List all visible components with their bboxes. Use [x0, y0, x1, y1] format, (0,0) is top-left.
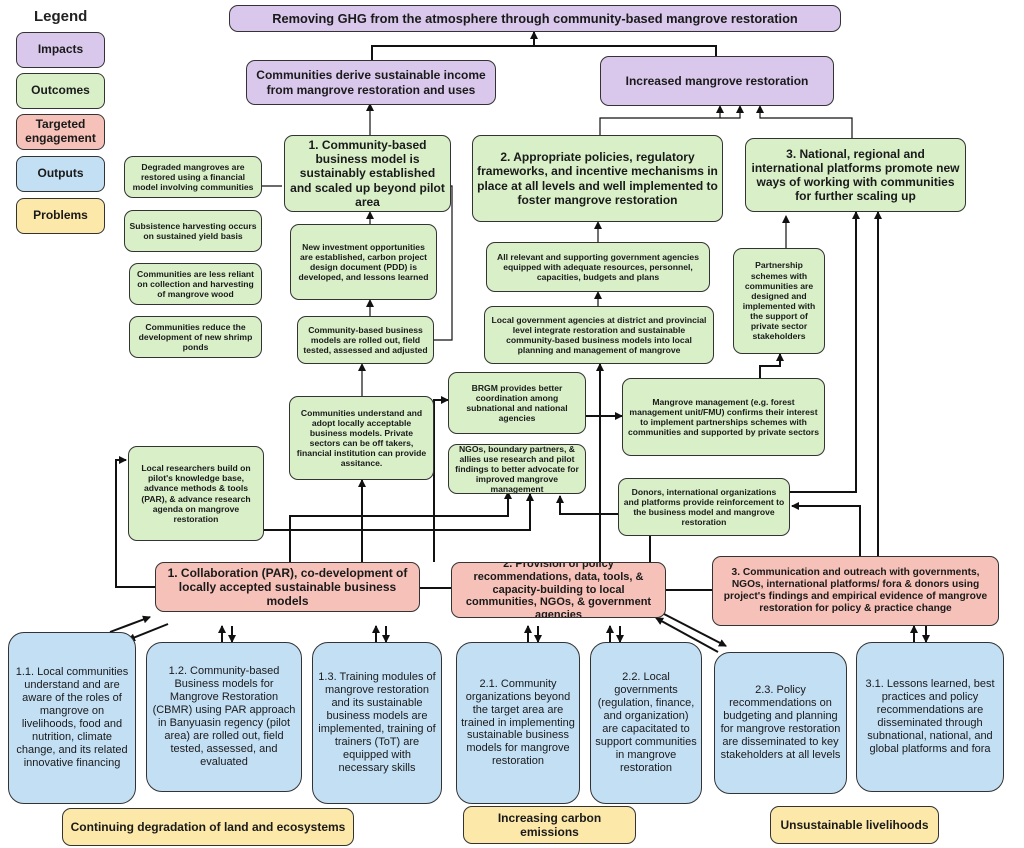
impact-income: Communities derive sustainable income fr…: [246, 60, 496, 105]
arrow-o3-to-restoration: [756, 105, 853, 138]
outcome-understand: Communities understand and adopt locally…: [289, 396, 434, 480]
legend-targeted-engagement: Targeted engagement: [16, 114, 105, 150]
legend-impacts: Impacts: [16, 32, 105, 68]
problem-unsustainable-livelihoods: Unsustainable livelihoods: [770, 806, 939, 844]
engagement-2: 2. Provision of policy recommendations, …: [451, 562, 666, 618]
engagement-1: 1. Collaboration (PAR), co-development o…: [155, 562, 420, 612]
impact-restoration: Increased mangrove restoration: [600, 56, 834, 106]
legend-problems: Problems: [16, 198, 105, 234]
problem-carbon-emissions: Increasing carbon emissions: [463, 806, 636, 844]
arrow-engage1-to-ngos: [289, 491, 512, 562]
arrow-engage3-to-donors: [791, 502, 861, 556]
arrow-o2-to-restoration: [599, 105, 744, 135]
problem-degradation: Continuing degradation of land and ecosy…: [62, 808, 354, 846]
arrow-income-to-main: [371, 31, 538, 60]
outcome-rolled-out: Community-based business models are roll…: [297, 316, 434, 364]
outcome-partnership: Partnership schemes with communities are…: [733, 248, 825, 354]
impact-main: Removing GHG from the atmosphere through…: [229, 5, 841, 32]
outcome-fmu: Mangrove management (e.g. forest managem…: [622, 378, 825, 456]
arrow-restoration-to-main: [534, 45, 717, 56]
engagement-3: 3. Communication and outreach with gover…: [712, 556, 999, 626]
outcome-2: 2. Appropriate policies, regulatory fram…: [472, 135, 723, 222]
arrow-donors-to-o3: [790, 211, 860, 493]
arrow-engage1-to-researchers: [115, 456, 155, 588]
legend-title: Legend: [34, 8, 88, 25]
outcome-brgm: BRGM provides better coordination among …: [448, 372, 586, 434]
arrow-engage2-to-brgm: [433, 396, 449, 562]
outcome-less-reliant: Communities are less reliant on collecti…: [129, 263, 262, 305]
outcome-donors: Donors, international organizations and …: [618, 478, 790, 536]
legend-outcomes: Outcomes: [16, 73, 105, 109]
output-2-2: 2.2. Local governments (regulation, fina…: [590, 642, 702, 804]
output-1-3: 1.3. Training modules of mangrove restor…: [312, 642, 442, 804]
outcome-subsistence: Subsistence harvesting occurs on sustain…: [124, 210, 262, 252]
output-2-3: 2.3. Policy recommendations on budgeting…: [714, 652, 847, 794]
legend-outputs: Outputs: [16, 156, 105, 192]
arrow-researchers-to-ngos: [264, 493, 534, 531]
arrow-rolled-side: [434, 185, 453, 341]
output-2-1: 2.1. Community organizations beyond the …: [456, 642, 580, 804]
arrow-fmu-to-partnership: [759, 353, 784, 378]
outcome-degraded: Degraded mangroves are restored using a …: [124, 156, 262, 198]
output-3-1: 3.1. Lessons learned, best practices and…: [856, 642, 1004, 792]
output-1-2: 1.2. Community-based Business models for…: [146, 642, 302, 792]
outcome-3: 3. National, regional and international …: [745, 138, 966, 212]
outcome-agencies-equipped: All relevant and supporting government a…: [486, 242, 710, 292]
output-1-1: 1.1. Local communities understand and ar…: [8, 632, 136, 804]
outcome-shrimp: Communities reduce the development of ne…: [129, 316, 262, 358]
outcome-ngos: NGOs, boundary partners, & allies use re…: [448, 444, 586, 494]
outcome-1: 1. Community-based business model is sus…: [284, 135, 451, 212]
outcome-local-gov: Local government agencies at district an…: [484, 306, 714, 364]
outcome-researchers: Local researchers build on pilot's knowl…: [128, 446, 264, 541]
outcome-investment: New investment opportunities are establi…: [290, 224, 437, 300]
